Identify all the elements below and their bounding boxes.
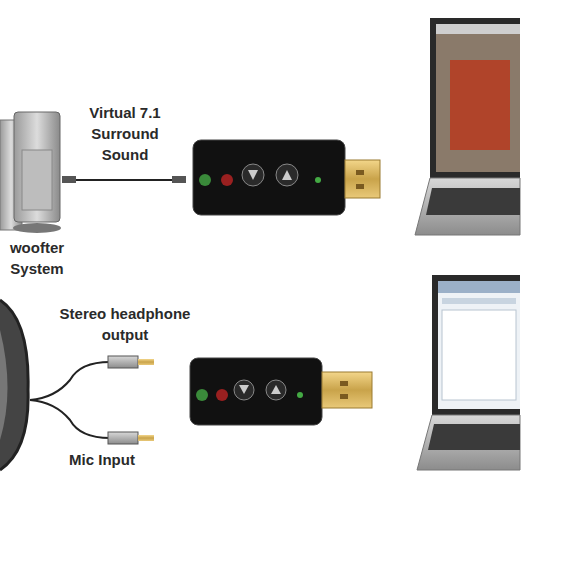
caption-label: woofter System <box>2 237 72 279</box>
headset <box>0 300 28 470</box>
laptop <box>415 18 520 235</box>
caption-label: Mic Input <box>52 449 152 470</box>
usb-sound-adapter <box>193 140 380 215</box>
laptop <box>417 275 520 470</box>
y-cable <box>30 356 154 444</box>
caption-label: Stereo headphone output <box>50 303 200 345</box>
usb-sound-adapter <box>190 358 372 425</box>
speaker-system <box>0 112 61 233</box>
caption-label: Virtual 7.1 Surround Sound <box>75 102 175 165</box>
audio-cable <box>62 176 186 183</box>
